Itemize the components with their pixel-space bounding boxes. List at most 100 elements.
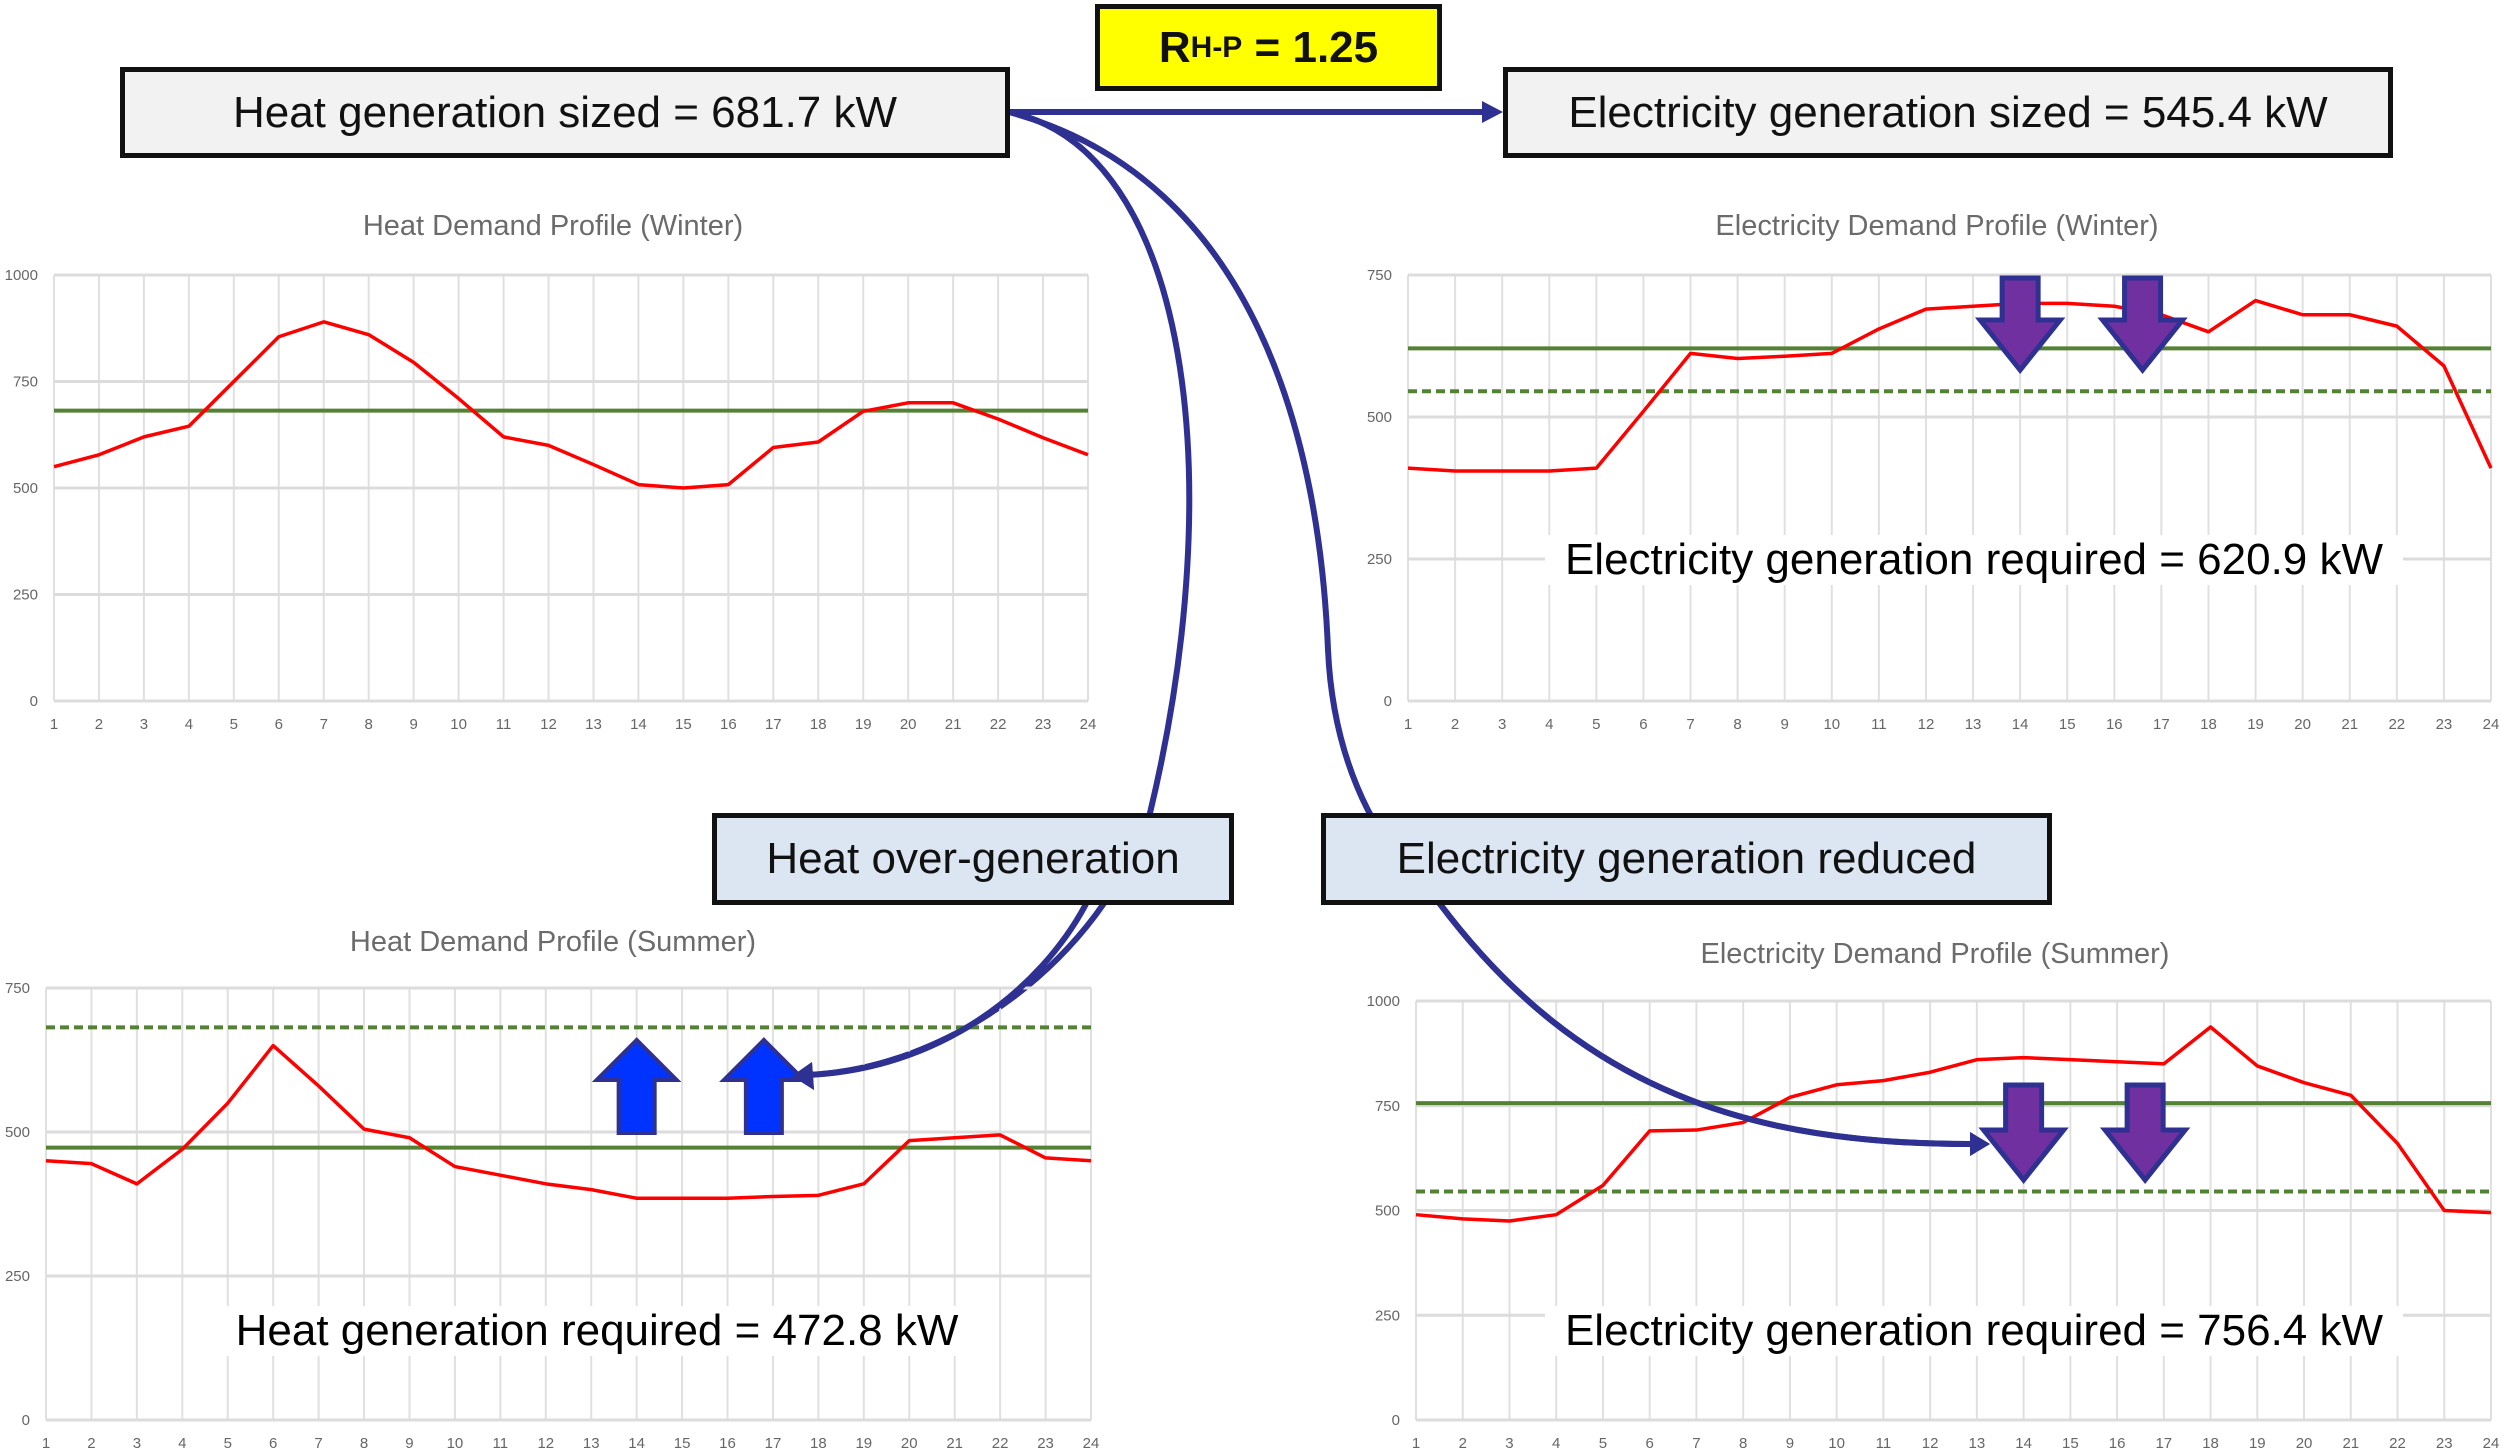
x-tick-label: 11 xyxy=(496,716,512,733)
x-tick-label: 7 xyxy=(1686,716,1694,733)
x-tick-label: 5 xyxy=(230,716,238,733)
x-tick-label: 21 xyxy=(2342,1435,2359,1452)
x-tick-label: 16 xyxy=(2109,1435,2126,1452)
x-tick-label: 18 xyxy=(2200,716,2217,733)
x-tick-label: 24 xyxy=(1083,1435,1100,1452)
x-tick-label: 16 xyxy=(720,716,737,733)
x-tick-label: 14 xyxy=(628,1435,645,1452)
y-tick-label: 1000 xyxy=(1367,993,1400,1010)
x-tick-label: 19 xyxy=(855,1435,872,1452)
x-tick-label: 21 xyxy=(2341,716,2358,733)
x-tick-label: 22 xyxy=(2389,1435,2406,1452)
x-tick-label: 14 xyxy=(2012,716,2029,733)
demand-series-line xyxy=(1407,298,2493,473)
demand-series-line xyxy=(53,320,1089,490)
x-tick-label: 22 xyxy=(992,1435,1009,1452)
x-tick-label: 4 xyxy=(178,1435,186,1452)
x-tick-label: 15 xyxy=(675,716,692,733)
x-tick-label: 20 xyxy=(900,716,917,733)
x-tick-label: 7 xyxy=(320,716,328,733)
x-tick-label: 6 xyxy=(269,1435,277,1452)
x-tick-label: 12 xyxy=(537,1435,554,1452)
x-tick-label: 23 xyxy=(2436,1435,2453,1452)
x-tick-label: 13 xyxy=(585,716,602,733)
y-tick-label: 0 xyxy=(1392,1412,1400,1429)
y-tick-label: 0 xyxy=(22,1412,30,1429)
x-tick-label: 17 xyxy=(2155,1435,2172,1452)
y-tick-label: 250 xyxy=(1367,551,1392,568)
x-tick-label: 5 xyxy=(224,1435,232,1452)
ratio-symbol: R xyxy=(1158,22,1191,72)
x-tick-label: 9 xyxy=(405,1435,413,1452)
x-tick-label: 17 xyxy=(765,716,782,733)
x-tick-label: 18 xyxy=(2202,1435,2219,1452)
x-tick-label: 8 xyxy=(1733,716,1741,733)
y-tick-label: 500 xyxy=(1375,1203,1400,1220)
x-tick-label: 24 xyxy=(2483,716,2500,733)
x-tick-label: 6 xyxy=(275,716,283,733)
x-tick-label: 3 xyxy=(1505,1435,1513,1452)
chart-title-electricity-winter: Electricity Demand Profile (Winter) xyxy=(1715,210,2159,242)
connector-electricity-reduced-front xyxy=(1437,902,1976,1148)
y-tick-label: 500 xyxy=(13,480,38,497)
up-arrow-icon xyxy=(591,1037,682,1135)
x-tick-label: 9 xyxy=(1781,716,1789,733)
x-tick-label: 23 xyxy=(2436,716,2453,733)
x-tick-label: 11 xyxy=(1871,716,1887,733)
demand-series-line xyxy=(1415,1025,2492,1223)
arrowhead-icon xyxy=(792,1062,814,1090)
y-tick-label: 750 xyxy=(13,374,38,391)
x-tick-label: 9 xyxy=(1786,1435,1794,1452)
x-tick-label: 18 xyxy=(810,1435,827,1452)
up-arrow-icon xyxy=(719,1037,809,1135)
x-tick-label: 3 xyxy=(133,1435,141,1452)
down-arrow-icon xyxy=(1978,1082,2069,1185)
x-tick-label: 6 xyxy=(1639,716,1647,733)
x-tick-label: 12 xyxy=(1918,716,1935,733)
connector-heat-overgeneration-front xyxy=(804,902,1089,1078)
y-tick-label: 250 xyxy=(1375,1307,1400,1324)
x-tick-label: 16 xyxy=(2106,716,2123,733)
x-tick-label: 13 xyxy=(1965,716,1982,733)
x-tick-label: 21 xyxy=(946,1435,963,1452)
x-tick-label: 6 xyxy=(1646,1435,1654,1452)
x-tick-label: 10 xyxy=(1823,716,1840,733)
connector-front xyxy=(792,902,1990,1156)
heat-overgeneration-box: Heat over-generation xyxy=(712,813,1234,905)
x-tick-label: 2 xyxy=(1459,1435,1467,1452)
x-tick-label: 18 xyxy=(810,716,827,733)
x-tick-label: 14 xyxy=(2015,1435,2032,1452)
x-tick-label: 17 xyxy=(765,1435,782,1452)
x-tick-label: 4 xyxy=(185,716,193,733)
electricity-reduced-box: Electricity generation reduced xyxy=(1321,813,2052,905)
x-tick-label: 13 xyxy=(583,1435,600,1452)
x-tick-label: 24 xyxy=(1080,716,1097,733)
ratio-subscript: H-P xyxy=(1190,30,1243,64)
x-tick-label: 11 xyxy=(493,1435,509,1452)
x-tick-label: 23 xyxy=(1037,1435,1054,1452)
x-tick-label: 17 xyxy=(2153,716,2170,733)
y-tick-label: 750 xyxy=(1375,1098,1400,1115)
chart-title-heat-summer: Heat Demand Profile (Summer) xyxy=(349,926,757,958)
x-tick-label: 12 xyxy=(1922,1435,1939,1452)
heat-summer-required-label: Heat generation required = 472.8 kW xyxy=(215,1306,979,1356)
x-tick-label: 19 xyxy=(2247,716,2264,733)
x-tick-label: 15 xyxy=(674,1435,691,1452)
arrowhead-icon xyxy=(1970,1132,1990,1156)
x-tick-label: 22 xyxy=(990,716,1007,733)
x-tick-label: 4 xyxy=(1545,716,1553,733)
x-tick-label: 15 xyxy=(2059,716,2076,733)
chart-title-heat-winter: Heat Demand Profile (Winter) xyxy=(362,210,744,242)
x-tick-label: 8 xyxy=(1739,1435,1747,1452)
x-tick-label: 19 xyxy=(2249,1435,2266,1452)
down-arrow-icon xyxy=(2099,1082,2191,1185)
x-tick-label: 11 xyxy=(1876,1435,1892,1452)
x-tick-label: 20 xyxy=(2294,716,2311,733)
x-tick-label: 7 xyxy=(314,1435,322,1452)
x-tick-label: 7 xyxy=(1692,1435,1700,1452)
x-tick-label: 22 xyxy=(2388,716,2405,733)
